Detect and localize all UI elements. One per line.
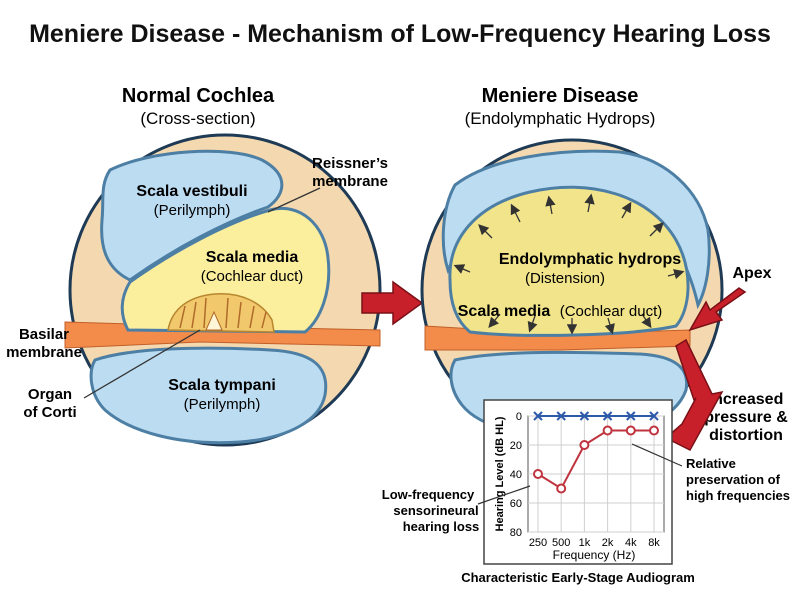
audiogram-series: [533, 411, 659, 494]
normal-hearing-point: [602, 411, 613, 421]
audiogram-caption: Characteristic Early-Stage Audiogram: [461, 570, 695, 585]
normal-hearing-point: [556, 411, 566, 421]
high-frequency-note-1: Relative: [686, 456, 736, 471]
organ-of-corti-label-2: of Corti: [23, 404, 76, 421]
high-frequency-leader: [631, 443, 683, 467]
scala-vestibuli: [100, 149, 284, 282]
pressure-label-2: pressure &: [704, 409, 788, 426]
audiogram-ylabel: Hearing Level (dB HL): [494, 416, 506, 531]
normal-cochlea: [64, 133, 382, 447]
x-tick-label: 4k: [625, 537, 637, 549]
normal-cochlea-subheading: (Cross-section): [140, 109, 255, 128]
audiogram: 0 20 40 60 80 250 500 1k 2k 4k 8k: [483, 399, 673, 565]
hearing-loss-point: [579, 440, 590, 450]
apex-label: Apex: [732, 265, 771, 282]
right-scala-media-sub: (Cochlear duct): [560, 303, 663, 320]
hydrops-sublabel: (Distension): [525, 270, 605, 287]
audiogram-y-ticks: 0 20 40 60 80: [510, 411, 522, 539]
y-tick-label: 60: [510, 498, 522, 510]
apex-arrow: [688, 287, 747, 332]
pressure-arrows: [453, 193, 685, 335]
audiogram-x-ticks: 250 500 1k 2k 4k 8k: [529, 537, 660, 549]
low-frequency-note-3: hearing loss: [403, 519, 480, 534]
high-frequency-note-2: preservation of: [686, 472, 781, 487]
x-tick-label: 250: [529, 537, 547, 549]
scala-vestibuli-sublabel: (Perilymph): [154, 202, 231, 219]
meniere-subheading: (Endolymphatic Hydrops): [465, 109, 656, 128]
reissner-leader: [267, 187, 321, 213]
pressure-arrow: [664, 338, 724, 451]
basilar-label-1: Basilar: [19, 326, 69, 343]
normal-hearing-point: [649, 411, 659, 421]
organ-of-corti-label-1: Organ: [28, 386, 72, 403]
progression-arrow: [361, 280, 424, 326]
scala-vestibuli-label: Scala vestibuli: [136, 183, 247, 200]
low-frequency-note-1: Low-frequency: [382, 487, 475, 502]
hearing-loss-point: [556, 483, 567, 494]
x-tick-label: 500: [552, 537, 570, 549]
low-frequency-note-2: sensorineural: [393, 503, 478, 518]
hearing-loss-point: [602, 425, 613, 436]
scala-media: [120, 207, 331, 334]
y-tick-label: 80: [510, 527, 522, 539]
figure-title: Meniere Disease - Mechanism of Low-Frequ…: [29, 20, 771, 48]
x-tick-label: 2k: [602, 537, 614, 549]
normal-cochlea-heading: Normal Cochlea: [122, 85, 275, 107]
basilar-label-2: membrane: [6, 344, 82, 361]
scala-tympani: [89, 346, 328, 445]
normal-hearing-point: [533, 411, 543, 421]
meniere-heading: Meniere Disease: [482, 85, 639, 107]
low-frequency-leader: [477, 485, 531, 505]
right-scala-media-label: Scala media (Cochlear duct): [458, 303, 663, 320]
reissner-label-2: membrane: [312, 173, 388, 190]
x-tick-label: 8k: [648, 537, 660, 549]
organ-of-corti: [167, 293, 275, 333]
hydrops-label: Endolymphatic hydrops: [499, 251, 681, 268]
hearing-loss-point: [625, 425, 636, 436]
pressure-label-3: distortion: [709, 427, 783, 444]
y-tick-label: 20: [510, 440, 522, 452]
organ-of-corti-cells: [179, 297, 267, 329]
hearing-loss-point: [649, 425, 659, 436]
y-tick-label: 0: [516, 411, 522, 423]
hearing-loss-point: [533, 469, 543, 479]
distended-scala-media: [448, 185, 690, 337]
scala-media-label: Scala media: [206, 249, 299, 266]
right-scala-media-bold: Scala media: [458, 303, 551, 320]
audiogram-xlabel: Frequency (Hz): [553, 548, 636, 562]
reissner-label-1: Reissner’s: [312, 155, 388, 172]
normal-hearing-point: [626, 411, 636, 421]
pressure-label-1: Increased: [709, 391, 784, 408]
y-tick-label: 40: [510, 469, 522, 481]
high-frequency-note-3: high frequencies: [686, 488, 790, 503]
normal-hearing-point: [579, 411, 590, 421]
hydrops-cochlea: [420, 138, 724, 442]
scala-tympani-sublabel: (Perilymph): [184, 396, 261, 413]
tunnel-of-corti: [205, 310, 223, 331]
scala-tympani-label: Scala tympani: [168, 377, 276, 394]
organ-of-corti-leader: [83, 329, 201, 399]
scala-media-sublabel: (Cochlear duct): [201, 268, 304, 285]
x-tick-label: 1k: [579, 537, 591, 549]
